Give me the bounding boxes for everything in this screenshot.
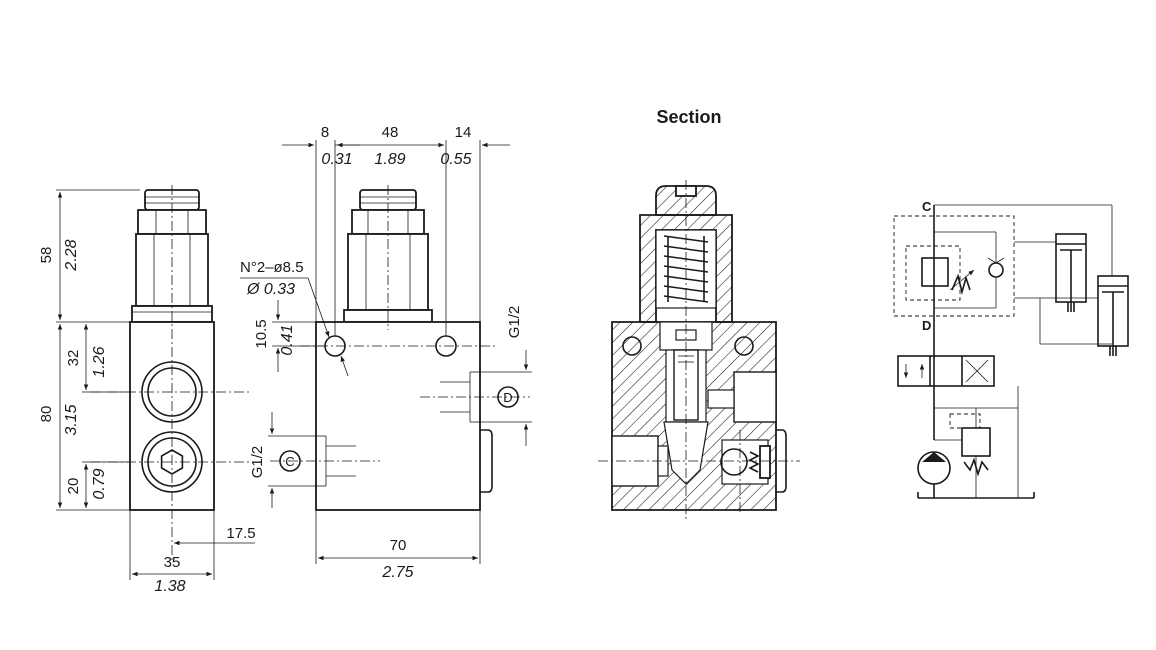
side-view: 58 2.28 80 3.15 32 1.26 20 0.79 35 1.38 …	[38, 185, 256, 595]
front-port-c-thread: G1/2	[249, 446, 266, 479]
side-top-in: 2.28	[63, 239, 80, 271]
side-width-in: 1.38	[154, 578, 185, 595]
schematic-cylinder-2	[1097, 275, 1129, 356]
schematic-pressure-relief	[961, 427, 991, 457]
front-right-in: 0.55	[440, 151, 471, 168]
front-hole-label: N°2–ø8.5	[240, 259, 304, 276]
hydraulic-schematic: C D	[893, 199, 1129, 499]
schematic-port-d-label: D	[922, 318, 931, 333]
port-d-marker	[497, 386, 519, 408]
side-upper-mm: 32	[65, 350, 82, 367]
side-total-mm: 80	[38, 406, 55, 423]
port-d-label: D	[503, 390, 512, 405]
section-check-ball	[720, 448, 748, 476]
side-upper-in: 1.26	[91, 346, 108, 377]
section-port-d	[733, 371, 777, 423]
side-offset-mm: 17.5	[226, 525, 255, 542]
front-right-mm: 14	[455, 124, 472, 141]
side-lower-mm: 20	[65, 478, 82, 495]
valve-envelope	[893, 215, 1015, 317]
section-view: Section	[598, 107, 800, 520]
front-mid-in: 1.89	[374, 151, 405, 168]
front-port-d-thread: G1/2	[506, 306, 523, 339]
schematic-port-c-label: C	[922, 199, 932, 214]
front-hole-y-in: 0.41	[279, 324, 296, 355]
schematic-check-valve	[988, 262, 1004, 278]
section-mount-hole-left	[622, 336, 642, 356]
schematic-cylinder-1	[1055, 233, 1087, 312]
section-title: Section	[656, 107, 721, 127]
side-width-mm: 35	[164, 554, 181, 571]
front-left-mm: 8	[321, 124, 329, 141]
side-lower-in: 0.79	[91, 468, 108, 499]
schematic-directional-valve	[897, 355, 995, 387]
section-mount-hole-right	[734, 336, 754, 356]
schematic-relief-valve	[921, 257, 949, 287]
front-width-mm: 70	[390, 537, 407, 554]
port-c-label: C	[285, 454, 294, 469]
side-total-in: 3.15	[63, 404, 80, 435]
front-width-in: 2.75	[381, 564, 413, 581]
front-hole-in: Ø 0.33	[246, 281, 295, 298]
front-mid-mm: 48	[382, 124, 399, 141]
port-c-marker	[279, 450, 301, 472]
front-left-in: 0.31	[321, 151, 352, 168]
side-top-mm: 58	[38, 247, 55, 264]
front-view: 8 0.31 48 1.89 14 0.55 N°2–ø8.5 Ø 0.33 1…	[240, 124, 532, 581]
front-hole-y-mm: 10.5	[253, 319, 270, 348]
